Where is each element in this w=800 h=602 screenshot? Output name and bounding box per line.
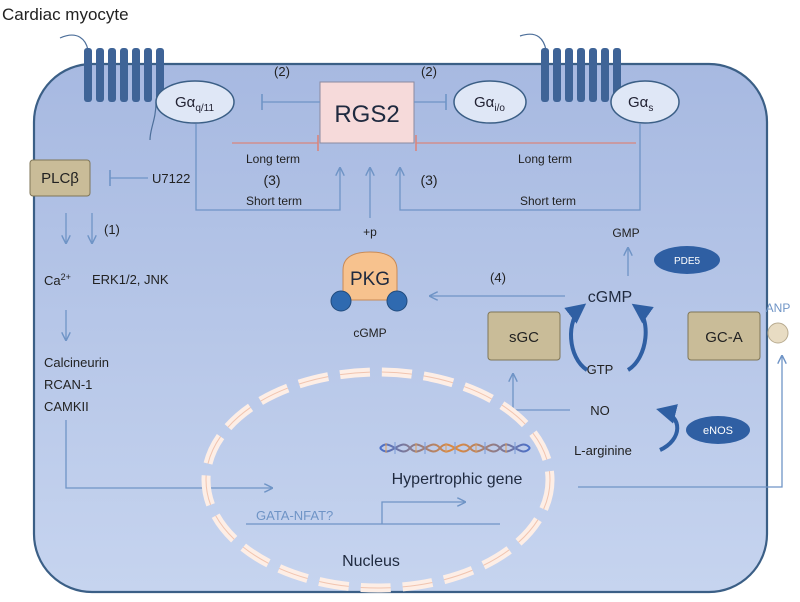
step3-right-label: (3) [420, 172, 437, 188]
gi-subscript: i/o [494, 103, 505, 114]
cell-membrane [32, 62, 769, 594]
gi-alpha-label: Gα [474, 94, 495, 111]
u7122-label: U7122 [152, 171, 190, 186]
short-term-left-label: Short term [246, 194, 302, 208]
l-arginine-label: L-arginine [574, 443, 632, 458]
short-term-left-path [195, 124, 340, 211]
erk-jnk-label: ERK1/2, JNK [92, 272, 169, 287]
gca-box [687, 311, 761, 361]
gmp-label: GMP [612, 226, 639, 240]
gata-nfat-label: GATA-NFAT? [256, 508, 333, 523]
transcription-start-arrow [381, 502, 465, 524]
gq-alpha-label: Gα [175, 94, 196, 111]
sgc-label: sGC [509, 329, 539, 346]
gq-subscript: q/11 [195, 103, 214, 114]
svg-text:Gαi/o: Gαi/o [474, 94, 505, 114]
diagram-title: Cardiac myocyte [2, 5, 129, 24]
calcineurin-label: Calcineurin [44, 355, 109, 370]
cgmp-label: cGMP [588, 289, 632, 306]
g-protein-q11: Gαq/11 [155, 80, 235, 124]
hypertrophic-gene-to-anp-arrow [578, 356, 782, 488]
cgmp-pkg-label: cGMP [353, 326, 386, 340]
short-term-right-label: Short term [520, 194, 576, 208]
gca-label: GC-A [705, 329, 743, 346]
nucleus-label: Nucleus [342, 553, 400, 570]
plcb-box [29, 159, 91, 197]
calcium-label: Ca2+ [44, 272, 71, 288]
gtp-to-cgmp-left-curve [564, 303, 589, 372]
rgs2-label: RGS2 [334, 101, 399, 128]
hypertrophic-gene-label: Hypertrophic gene [392, 471, 523, 488]
camkii-label: CAMKII [44, 399, 89, 414]
enos-label: eNOS [703, 425, 733, 437]
pde5-oval [654, 246, 720, 274]
step2-left-label: (2) [274, 64, 290, 79]
plcb-label: PLCβ [41, 170, 79, 187]
g-protein-io: Gαi/o [453, 80, 527, 124]
enos-oval [686, 416, 750, 444]
receptor-gi-gs-coupled [519, 33, 649, 102]
rcan1-label: RCAN-1 [44, 377, 92, 392]
l-arginine-to-no-curve [656, 404, 680, 452]
dna-helix [379, 442, 531, 454]
pkg-complex [330, 251, 408, 312]
gtp-to-cgmp-right-curve [626, 303, 654, 372]
step2-right-label: (2) [421, 64, 437, 79]
svg-text:Gαq/11: Gαq/11 [175, 94, 215, 114]
receptor-gq-coupled [59, 34, 164, 141]
pde5-label: PDE5 [674, 256, 701, 267]
gs-alpha-label: Gα [628, 94, 649, 111]
sgc-box [487, 311, 561, 361]
long-term-right-label: Long term [518, 152, 572, 166]
pkg-label: PKG [350, 269, 390, 290]
anp-label: ANP [766, 301, 791, 315]
no-label: NO [590, 403, 610, 418]
long-term-left-label: Long term [246, 152, 300, 166]
rgs2-box [319, 81, 415, 144]
anp-ligand [767, 322, 789, 344]
step1-label: (1) [104, 222, 120, 237]
step4-label: (4) [490, 270, 506, 285]
gs-subscript: s [648, 103, 653, 114]
svg-text:Gαs: Gαs [628, 94, 653, 114]
g-protein-s: Gαs [610, 80, 680, 124]
step3-left-label: (3) [263, 172, 280, 188]
gtp-label: GTP [587, 362, 614, 377]
plus-p-label: +p [363, 225, 377, 239]
short-term-right-path [400, 124, 641, 211]
